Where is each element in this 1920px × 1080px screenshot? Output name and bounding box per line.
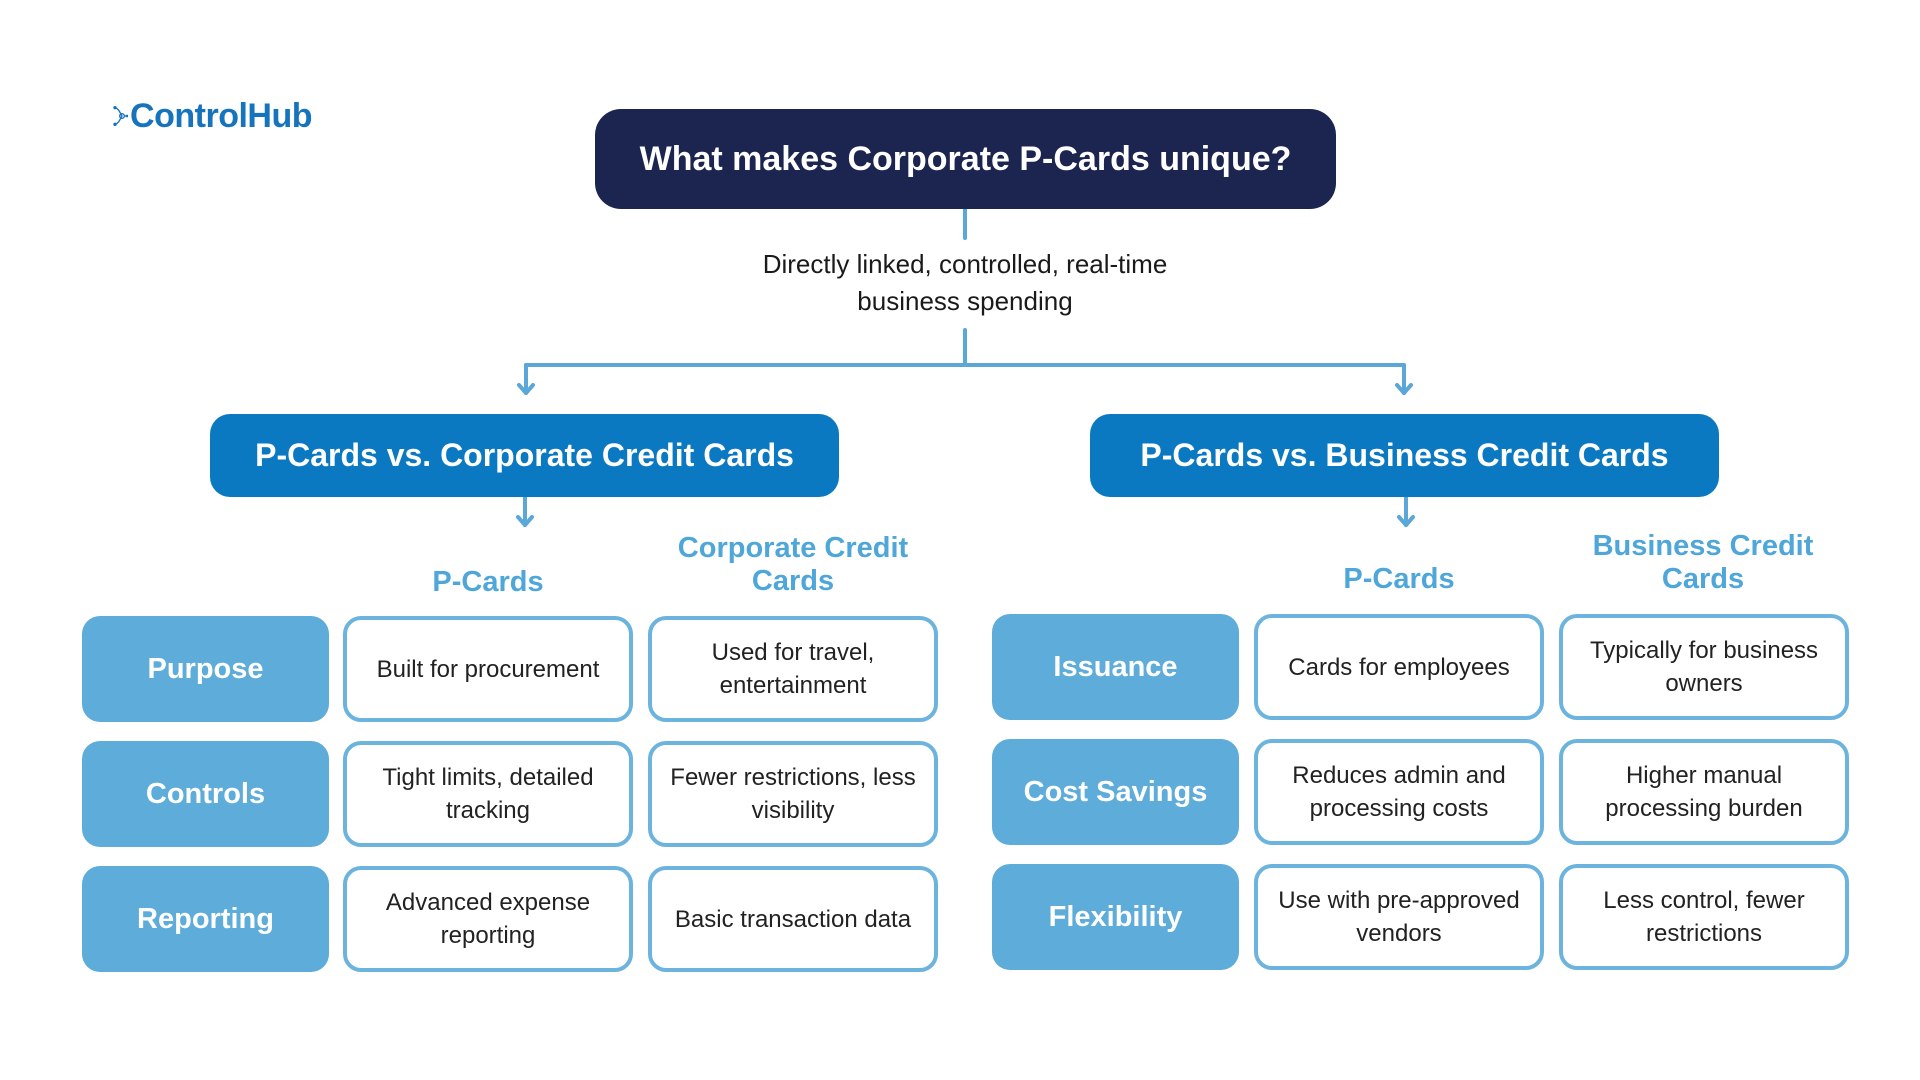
cell-cost-savings-business: Higher manual processing burden — [1559, 739, 1849, 845]
left-column-header-pcards: P-Cards — [432, 566, 544, 598]
row-label-flexibility: Flexibility — [992, 864, 1239, 970]
row-label-controls: Controls — [82, 741, 329, 847]
cell-cost-savings-pcards: Reduces admin and processing costs — [1254, 739, 1544, 845]
row-label-reporting: Reporting — [82, 866, 329, 972]
cell-reporting-pcards: Advanced expense reporting — [343, 866, 633, 972]
cell-issuance-business: Typically for business owners — [1559, 614, 1849, 720]
root-subtitle: Directly linked, controlled, real-time b… — [762, 249, 1168, 316]
controlhub-logo-icon — [113, 105, 129, 127]
cell-controls-pcards: Tight limits, detailed tracking — [343, 741, 633, 847]
logo-text: ControlHub — [130, 96, 312, 135]
cell-issuance-pcards: Cards for employees — [1254, 614, 1544, 720]
cell-purpose-pcards: Built for procurement — [343, 616, 633, 722]
row-label-cost-savings: Cost Savings — [992, 739, 1239, 845]
cell-flexibility-pcards: Use with pre-approved vendors — [1254, 864, 1544, 970]
section-header-business: P-Cards vs. Business Credit Cards — [1090, 414, 1719, 497]
right-column-header-business: Business Credit Cards — [1592, 530, 1814, 595]
section-header-corporate: P-Cards vs. Corporate Credit Cards — [210, 414, 839, 497]
cell-purpose-corporate: Used for travel, entertainment — [648, 616, 938, 722]
logo: ControlHub — [112, 86, 312, 146]
root-title: What makes Corporate P-Cards unique? — [595, 109, 1336, 209]
row-label-issuance: Issuance — [992, 614, 1239, 720]
cell-flexibility-business: Less control, fewer restrictions — [1559, 864, 1849, 970]
left-column-header-corporate: Corporate Credit Cards — [677, 532, 909, 597]
right-column-header-pcards: P-Cards — [1343, 563, 1455, 595]
cell-controls-corporate: Fewer restrictions, less visibility — [648, 741, 938, 847]
row-label-purpose: Purpose — [82, 616, 329, 722]
cell-reporting-corporate: Basic transaction data — [648, 866, 938, 972]
